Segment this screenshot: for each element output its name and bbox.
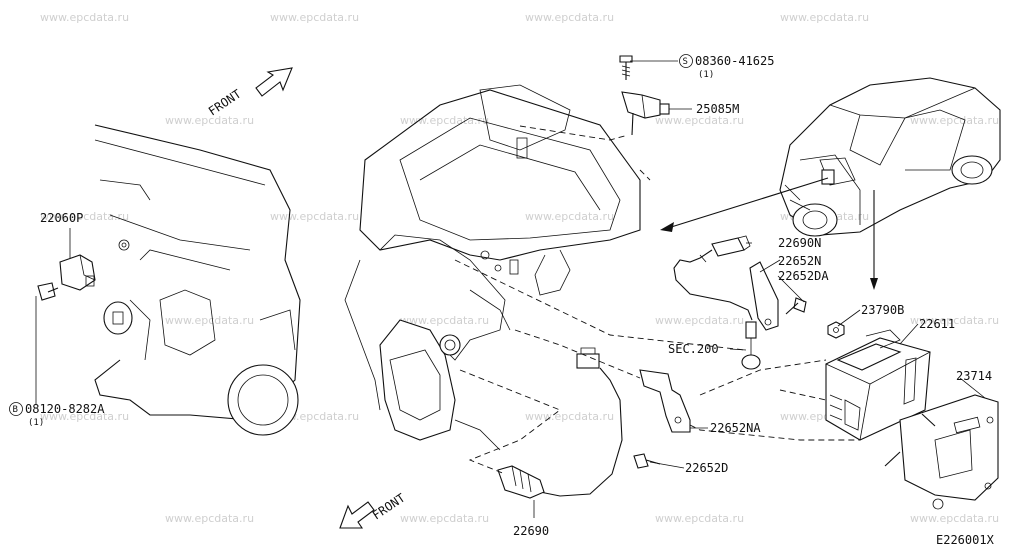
svg-text:www.epcdata.ru: www.epcdata.ru xyxy=(40,11,129,24)
label-08120-8282A: 08120-8282A xyxy=(25,402,105,416)
label-23790B: 23790B xyxy=(861,303,904,317)
oxygen-sensor-22690[interactable] xyxy=(497,347,623,499)
label-22652N: 22652N xyxy=(778,254,821,268)
location-arrows xyxy=(660,177,878,290)
svg-text:www.epcdata.ru: www.epcdata.ru xyxy=(270,210,359,223)
svg-text:www.epcdata.ru: www.epcdata.ru xyxy=(400,114,489,127)
dashed-leader-lines xyxy=(454,125,860,475)
bracket-22652NA[interactable] xyxy=(639,369,691,433)
figure-code: E226001X xyxy=(936,533,995,547)
label-22611: 22611 xyxy=(919,317,955,331)
svg-text:www.epcdata.ru: www.epcdata.ru xyxy=(910,512,999,525)
svg-text:www.epcdata.ru: www.epcdata.ru xyxy=(270,11,359,24)
svg-text:(1): (1) xyxy=(698,70,714,80)
svg-text:www.epcdata.ru: www.epcdata.ru xyxy=(655,512,744,525)
svg-text:www.epcdata.ru: www.epcdata.ru xyxy=(165,314,254,327)
label-22652NA: 22652NA xyxy=(710,421,761,435)
ecm-unit-22611[interactable] xyxy=(825,329,931,441)
label-22652DA: 22652DA xyxy=(778,269,829,283)
svg-text:www.epcdata.ru: www.epcdata.ru xyxy=(655,114,744,127)
crank-position-sensor-22060P[interactable] xyxy=(37,254,96,301)
label-08360-41625: 08360-41625 xyxy=(695,54,774,68)
bolt-22652D[interactable] xyxy=(633,453,661,469)
vehicle-illustration xyxy=(779,77,1001,237)
svg-text:www.epcdata.ru: www.epcdata.ru xyxy=(400,512,489,525)
svg-text:www.epcdata.ru: www.epcdata.ru xyxy=(165,114,254,127)
bolt-symbol-B xyxy=(9,402,23,416)
leader-lines xyxy=(35,60,986,518)
front-arrow-top: FRONT xyxy=(206,67,293,118)
front-arrow-bottom: FRONT xyxy=(339,491,408,529)
svg-text:www.epcdata.ru: www.epcdata.ru xyxy=(400,314,489,327)
svg-text:www.epcdata.ru: www.epcdata.ru xyxy=(910,314,999,327)
svg-text:www.epcdata.ru: www.epcdata.ru xyxy=(40,210,129,223)
watermark-layer: www.epcdata.ru www.epcdata.ru www.epcdat… xyxy=(40,11,999,525)
svg-text:B: B xyxy=(13,405,18,415)
svg-text:www.epcdata.ru: www.epcdata.ru xyxy=(525,410,614,423)
label-22652D: 22652D xyxy=(685,461,728,475)
svg-text:www.epcdata.ru: www.epcdata.ru xyxy=(780,11,869,24)
screw-symbol-S xyxy=(679,54,693,68)
sensor-22690N[interactable] xyxy=(673,235,753,321)
svg-text:www.epcdata.ru: www.epcdata.ru xyxy=(655,314,744,327)
svg-text:www.epcdata.ru: www.epcdata.ru xyxy=(40,410,129,423)
svg-text:www.epcdata.ru: www.epcdata.ru xyxy=(910,114,999,127)
svg-text:S: S xyxy=(683,57,688,67)
callout-labels: 22060P B 08120-8282A (1) S 08360-41625 (… xyxy=(9,54,995,547)
bolt-08360-41625[interactable] xyxy=(619,55,633,80)
map-sensor-25085M[interactable] xyxy=(621,91,670,136)
sensor-sec200[interactable] xyxy=(741,321,761,370)
label-23714: 23714 xyxy=(956,369,992,383)
svg-text:www.epcdata.ru: www.epcdata.ru xyxy=(525,11,614,24)
nut-23790B[interactable] xyxy=(827,321,845,339)
bracket-22652N[interactable] xyxy=(749,261,779,331)
svg-text:www.epcdata.ru: www.epcdata.ru xyxy=(165,512,254,525)
central-engine xyxy=(344,84,641,451)
left-engine-block xyxy=(94,124,301,436)
bolt-22652DA[interactable] xyxy=(785,297,807,315)
label-22060P: 22060P xyxy=(40,211,83,225)
label-22690: 22690 xyxy=(513,524,549,538)
label-sec200: SEC.200 xyxy=(668,342,719,356)
svg-text:(1): (1) xyxy=(28,418,44,428)
label-25085M: 25085M xyxy=(696,102,739,116)
ecm-bracket-23714[interactable] xyxy=(884,394,999,510)
svg-text:www.epcdata.ru: www.epcdata.ru xyxy=(525,210,614,223)
label-22690N: 22690N xyxy=(778,236,821,250)
